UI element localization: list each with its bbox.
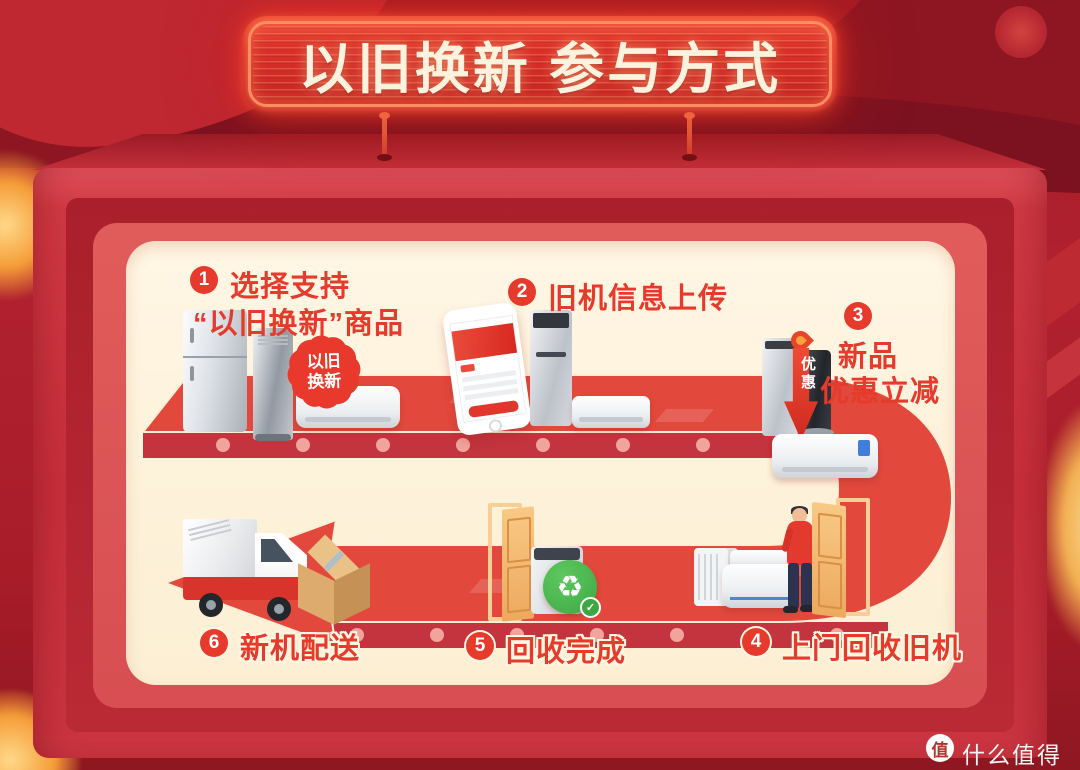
peg-knob bbox=[684, 112, 695, 119]
package-box-illustration bbox=[298, 534, 370, 634]
truck-vent-lines bbox=[187, 519, 233, 543]
app-tag bbox=[460, 363, 476, 373]
person-leg bbox=[801, 563, 812, 607]
peg-knob bbox=[379, 112, 390, 119]
truck-wheel bbox=[267, 597, 291, 621]
title-banner: 以旧换新 参与方式 bbox=[243, 16, 837, 112]
fridge-handle bbox=[190, 366, 194, 381]
truck-cargo-box bbox=[183, 519, 257, 579]
person-shoe bbox=[800, 605, 815, 612]
step-5-label: 回收完成 bbox=[506, 636, 627, 668]
step-2-number: 2 bbox=[516, 281, 528, 302]
step-4-label: 上门回收旧机 bbox=[782, 633, 963, 665]
ac-grille bbox=[698, 554, 722, 600]
truck-wheel bbox=[199, 593, 223, 617]
discount-arrow-badge: 优惠 bbox=[784, 327, 818, 442]
smzdm-watermark-text: 什么值得买 bbox=[962, 742, 1062, 768]
banner-peg-right bbox=[682, 112, 697, 161]
ac-blue-stripe bbox=[730, 597, 790, 600]
wall-ac-illustration bbox=[572, 396, 650, 428]
step-3-label-line1: 新品 bbox=[838, 341, 899, 373]
ac-vent bbox=[305, 417, 391, 422]
step-4-badge: 4 bbox=[742, 628, 770, 656]
floor-ac-illustration bbox=[253, 328, 293, 441]
trade-in-badge-label: 以旧换新 bbox=[306, 351, 342, 392]
person-leg bbox=[788, 563, 799, 609]
banner-peg-left bbox=[377, 112, 392, 161]
fridge-divider bbox=[183, 356, 247, 358]
ac-slot bbox=[536, 352, 567, 357]
ac-top-vent bbox=[765, 341, 796, 349]
step-2-label: 旧机信息上传 bbox=[548, 283, 729, 315]
app-submit-button bbox=[468, 400, 520, 418]
ac-vent bbox=[258, 335, 288, 347]
open-door-illustration bbox=[488, 503, 544, 625]
top-belt-rollers bbox=[216, 438, 710, 452]
step-1-badge: 1 bbox=[190, 266, 218, 294]
washer-lid bbox=[534, 548, 580, 560]
step-3-badge: 3 bbox=[844, 302, 872, 330]
ac-vent bbox=[781, 467, 869, 472]
floor-ac-illustration bbox=[762, 338, 798, 436]
bg-bokeh-dot bbox=[995, 6, 1047, 58]
check-icon: ✓ bbox=[580, 597, 601, 618]
energy-sticker bbox=[858, 440, 870, 456]
ac-vent bbox=[579, 417, 643, 422]
step-2-badge: 2 bbox=[508, 278, 536, 306]
ac-base bbox=[800, 428, 834, 437]
step-3-number: 3 bbox=[852, 305, 864, 326]
page-title: 以旧换新 参与方式 bbox=[298, 38, 782, 100]
smzdm-logo: 值 bbox=[926, 734, 954, 762]
wall-ac-illustration bbox=[772, 434, 878, 478]
step-6-badge: 6 bbox=[200, 629, 228, 657]
ac-top-vent bbox=[533, 313, 570, 328]
delivery-truck-illustration bbox=[183, 505, 315, 623]
flame-inner bbox=[794, 334, 807, 347]
step-5-badge: 5 bbox=[466, 632, 494, 660]
recycle-icon: ♻ ✓ bbox=[543, 560, 601, 618]
refrigerator-illustration bbox=[183, 310, 247, 432]
discount-badge-label: 优惠 bbox=[799, 356, 816, 392]
peg-hole bbox=[377, 154, 392, 161]
person-head bbox=[792, 508, 807, 523]
step-5-number: 5 bbox=[474, 635, 486, 656]
neon-tube-border bbox=[248, 21, 832, 107]
open-door-illustration bbox=[812, 498, 870, 620]
step-6-number: 6 bbox=[208, 632, 220, 653]
ac-base bbox=[255, 434, 291, 441]
floor-ac-illustration bbox=[530, 310, 572, 426]
step-1-label-line2: “以旧换新”商品 bbox=[193, 308, 405, 340]
door-inset bbox=[818, 512, 842, 560]
step-4-number: 4 bbox=[750, 631, 762, 652]
person-shoe bbox=[783, 606, 798, 613]
door-inset bbox=[507, 516, 531, 564]
door-panel bbox=[812, 501, 846, 619]
step-1-label-line1: 选择支持 bbox=[230, 271, 351, 303]
recycle-glyph: ♻ bbox=[556, 570, 584, 604]
door-panel bbox=[502, 506, 534, 622]
app-header bbox=[451, 322, 518, 362]
step-1-number: 1 bbox=[198, 269, 210, 290]
phone-screen bbox=[449, 314, 527, 423]
step-3-label-line2: 优惠立减 bbox=[820, 376, 941, 408]
neon-scanlines bbox=[253, 26, 827, 102]
peg-hole bbox=[682, 154, 697, 161]
wall-ac-illustration bbox=[722, 564, 798, 608]
frame-roof bbox=[33, 134, 1047, 170]
door-inset bbox=[818, 560, 842, 610]
step-6-label: 新机配送 bbox=[240, 633, 361, 665]
fridge-handle bbox=[190, 328, 194, 343]
door-inset bbox=[507, 564, 531, 614]
courier-person-illustration bbox=[781, 506, 820, 628]
